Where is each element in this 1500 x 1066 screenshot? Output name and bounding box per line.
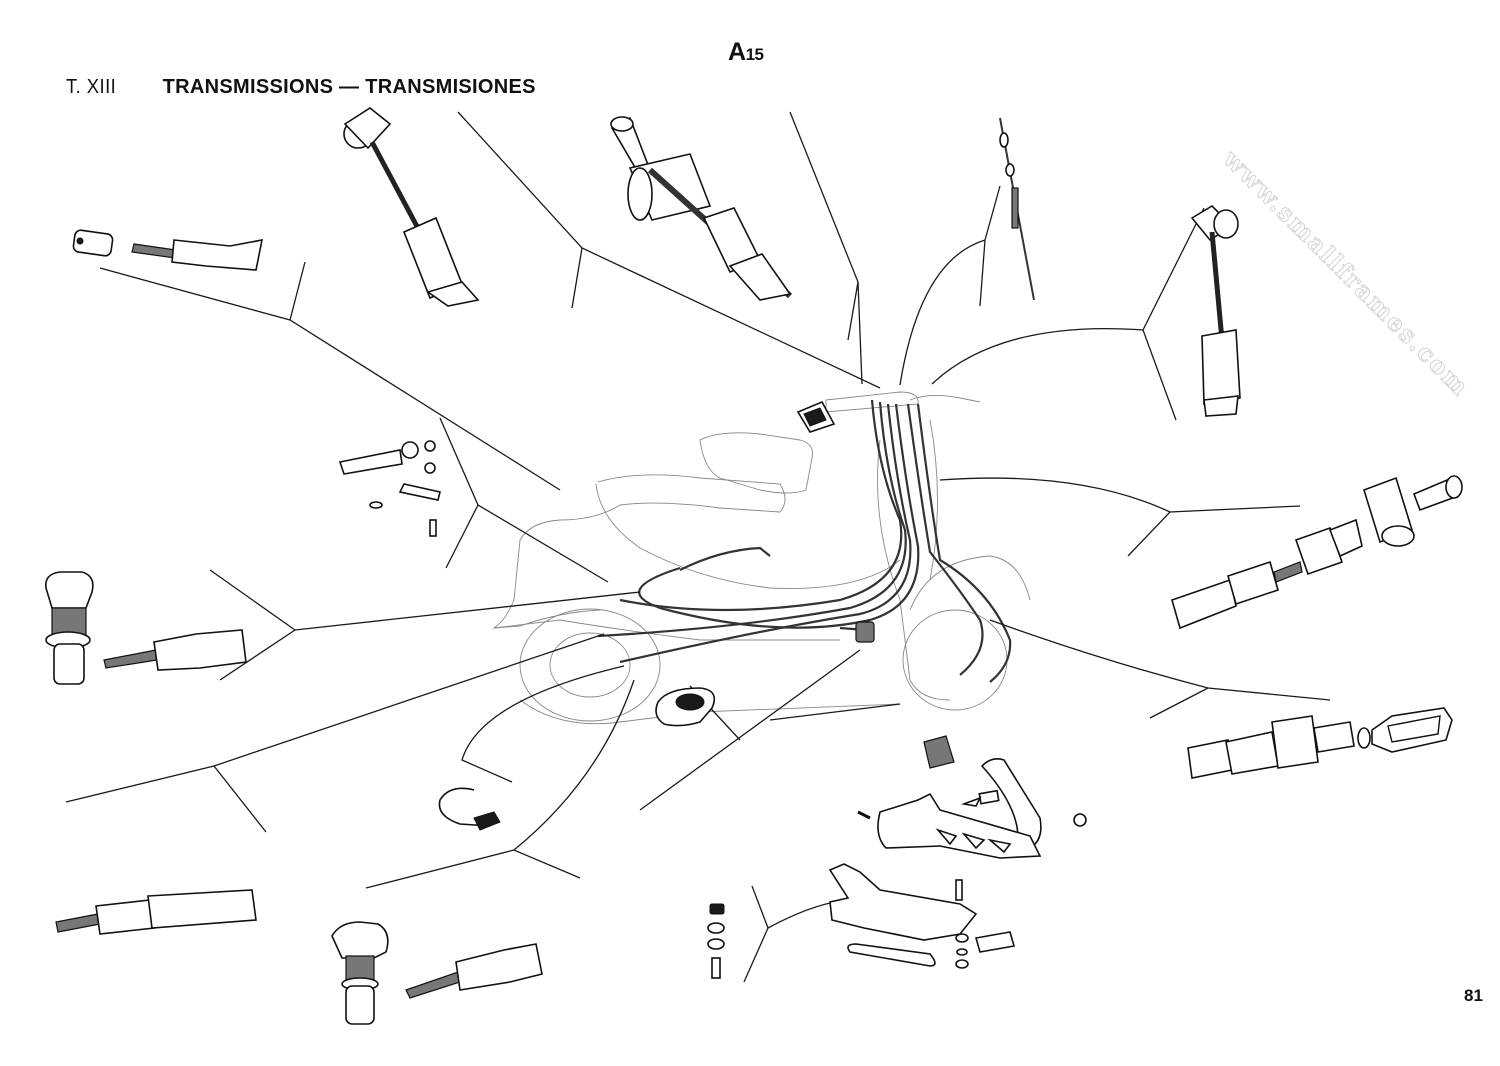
grommet-icon <box>655 687 716 727</box>
grommet-top-icon <box>796 400 836 433</box>
page-number: 81 <box>1464 986 1483 1005</box>
double-barrel-nipple-icon <box>610 116 793 301</box>
cable-bundle <box>597 399 1012 683</box>
cable-nipple-icon <box>72 229 264 271</box>
plate-code: A15 <box>728 38 764 67</box>
plate-letter: A <box>728 38 746 66</box>
table-number: T. XIII <box>66 76 117 98</box>
sheath-icon <box>55 889 257 935</box>
barrel-nipple-icon <box>343 107 480 307</box>
adjuster-assembly-icon <box>1171 475 1463 630</box>
leader-lines <box>65 111 1331 983</box>
page-header: T. XIII TRANSMISSIONS — TRANSMISIONES <box>66 76 536 99</box>
page-title: TRANSMISSIONS — TRANSMISIONES <box>162 76 536 98</box>
hardware-icon <box>707 903 725 979</box>
adjuster-screw-bottom-icon <box>331 921 543 1025</box>
scooter-outline <box>492 391 1031 725</box>
cable-barrel-top-right-icon <box>1190 204 1241 417</box>
pedal-icon <box>828 735 1087 969</box>
lever-kit-icon <box>338 440 441 537</box>
speedo-cable-icon <box>999 117 1035 301</box>
plate-number: 15 <box>745 45 764 64</box>
adjuster-screw-icon <box>44 571 247 685</box>
loop-end-icon <box>1187 707 1453 779</box>
clamp-ring-icon <box>438 787 501 831</box>
